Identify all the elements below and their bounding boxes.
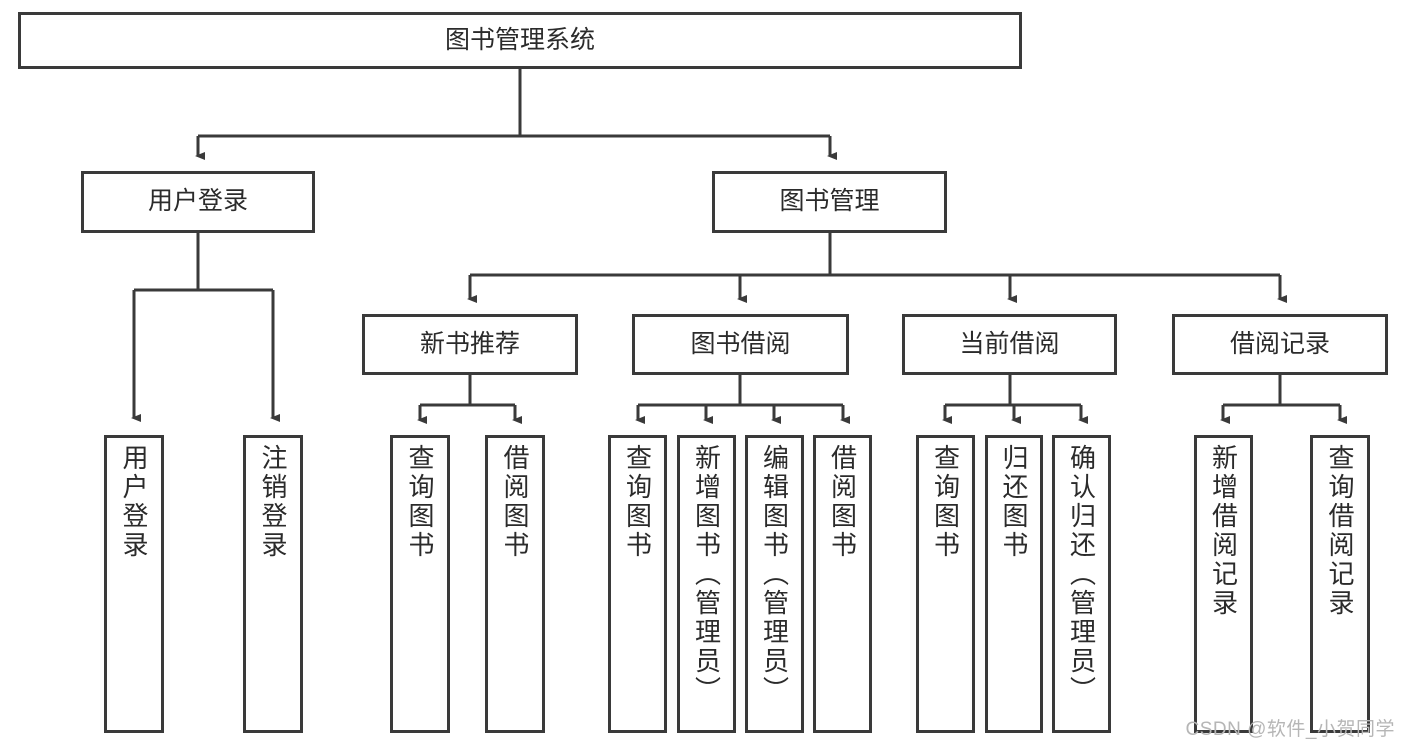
node-user-login[interactable]: 用户登录 — [81, 171, 315, 233]
node-leaf-user-login[interactable]: 用户登录 — [104, 435, 164, 733]
node-leaf-label: 借阅图书 — [827, 444, 858, 560]
node-leaf-borrow-book-rec[interactable]: 借阅图书 — [485, 435, 545, 733]
node-leaf-label: 编辑图书（管理员） — [759, 444, 790, 705]
node-leaf-label: 确认归还（管理员） — [1066, 444, 1097, 705]
node-new-book-rec-label: 新书推荐 — [419, 329, 520, 358]
node-borrow-record-label: 借阅记录 — [1229, 329, 1330, 358]
node-leaf-confirm-return[interactable]: 确认归还（管理员） — [1052, 435, 1111, 733]
node-leaf-label: 借阅图书 — [500, 444, 530, 560]
node-book-borrow[interactable]: 图书借阅 — [632, 314, 849, 375]
node-leaf-edit-book[interactable]: 编辑图书（管理员） — [745, 435, 804, 733]
node-leaf-label: 查询图书 — [622, 444, 653, 560]
node-leaf-label: 查询图书 — [405, 444, 435, 560]
node-leaf-query-record[interactable]: 查询借阅记录 — [1310, 435, 1370, 733]
node-leaf-user-logout[interactable]: 注销登录 — [243, 435, 303, 733]
node-new-book-rec[interactable]: 新书推荐 — [362, 314, 578, 375]
node-leaf-add-book[interactable]: 新增图书（管理员） — [677, 435, 736, 733]
watermark: CSDN @软件_小贺同学 — [1185, 719, 1395, 740]
node-book-borrow-label: 图书借阅 — [690, 329, 791, 358]
node-book-manage[interactable]: 图书管理 — [712, 171, 947, 233]
node-root-label: 图书管理系统 — [444, 25, 595, 54]
node-borrow-record[interactable]: 借阅记录 — [1172, 314, 1388, 375]
node-user-login-label: 用户登录 — [147, 187, 248, 216]
node-root[interactable]: 图书管理系统 — [18, 12, 1022, 69]
node-leaf-borrow-book[interactable]: 借阅图书 — [813, 435, 872, 733]
node-leaf-label: 查询借阅记录 — [1325, 444, 1355, 618]
node-leaf-label: 归还图书 — [999, 444, 1029, 560]
node-book-manage-label: 图书管理 — [779, 187, 880, 216]
node-leaf-return-book[interactable]: 归还图书 — [985, 435, 1043, 733]
node-leaf-query-book-cur[interactable]: 查询图书 — [916, 435, 975, 733]
node-current-borrow-label: 当前借阅 — [959, 329, 1060, 358]
node-leaf-label: 新增借阅记录 — [1208, 444, 1239, 618]
node-leaf-label: 查询图书 — [930, 444, 961, 560]
node-leaf-label: 注销登录 — [258, 444, 288, 560]
node-leaf-add-record[interactable]: 新增借阅记录 — [1194, 435, 1253, 733]
node-leaf-query-book[interactable]: 查询图书 — [608, 435, 667, 733]
node-leaf-query-book-rec[interactable]: 查询图书 — [390, 435, 450, 733]
node-leaf-label: 用户登录 — [119, 444, 149, 560]
node-leaf-label: 新增图书（管理员） — [691, 444, 722, 705]
node-current-borrow[interactable]: 当前借阅 — [902, 314, 1117, 375]
